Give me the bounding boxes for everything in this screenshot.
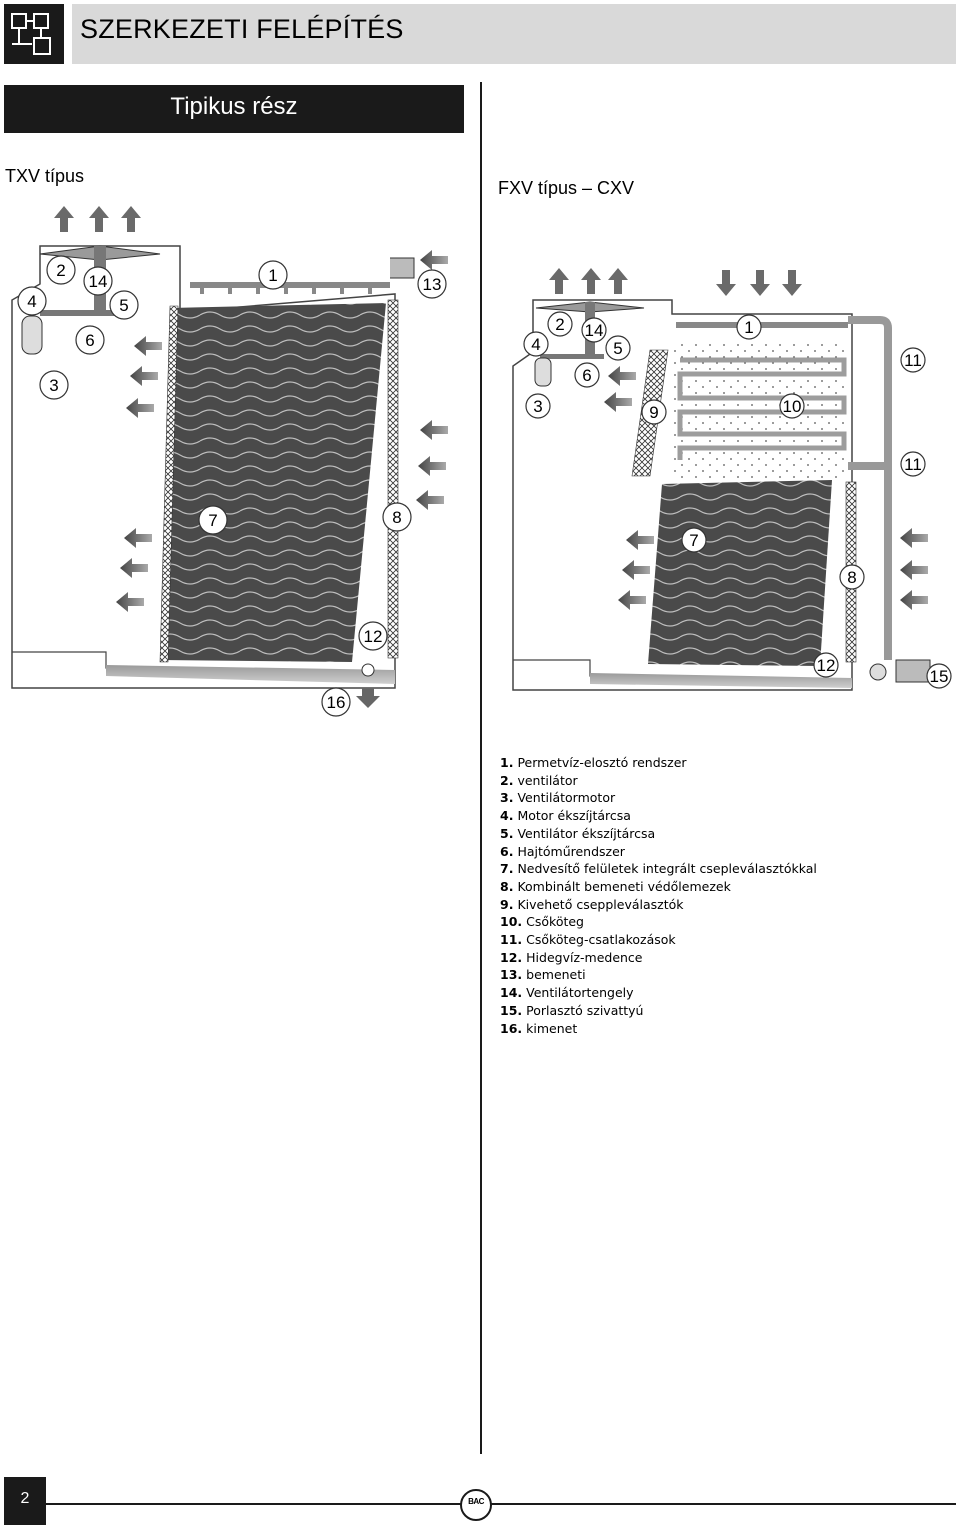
legend-item: 7. Nedvesítő felületek integrált cseplev… bbox=[500, 861, 817, 877]
section-title: Tipikus rész bbox=[170, 93, 298, 120]
page-title: SZERKEZETI FELÉPÍTÉS bbox=[80, 14, 404, 44]
callout-1: 1 bbox=[268, 266, 277, 285]
legend-item: 16. kimenet bbox=[500, 1020, 578, 1036]
callout-9: 9 bbox=[649, 403, 658, 422]
legend-item: 10. Csőköteg bbox=[500, 914, 584, 930]
column-divider bbox=[480, 82, 482, 1454]
parts-legend: 1. Permetvíz-elosztó rendszer 2. ventilá… bbox=[500, 754, 817, 1037]
section-bar bbox=[4, 85, 464, 133]
txv-type-label: TXV típus bbox=[5, 166, 85, 186]
txv-callouts: 1 2 3 4 5 6 7 8 12 13 14 16 bbox=[17, 255, 447, 717]
page-number: 2 bbox=[20, 1490, 30, 1507]
callout-12: 12 bbox=[364, 627, 383, 646]
callout-3: 3 bbox=[49, 376, 58, 395]
fxv-callouts: 1 2 3 4 5 6 7 8 9 10 11 11 12 14 15 bbox=[523, 311, 952, 689]
callout-8: 8 bbox=[392, 508, 401, 527]
callout-6: 6 bbox=[85, 331, 94, 350]
callout-13: 13 bbox=[423, 275, 442, 294]
callout-5: 5 bbox=[119, 296, 128, 315]
callout-12: 12 bbox=[817, 656, 836, 675]
legend-item: 3. Ventilátormotor bbox=[500, 790, 616, 806]
page-number-box bbox=[4, 1477, 46, 1525]
callout-5: 5 bbox=[613, 339, 622, 358]
legend-item: 15. Porlasztó szivattyú bbox=[500, 1002, 644, 1018]
callout-4: 4 bbox=[27, 292, 36, 311]
callout-6: 6 bbox=[582, 366, 591, 385]
legend-item: 1. Permetvíz-elosztó rendszer bbox=[500, 755, 687, 770]
legend-item: 4. Motor ékszíjtárcsa bbox=[500, 808, 631, 824]
header-bar bbox=[72, 4, 956, 64]
legend-item: 12. Hidegvíz-medence bbox=[500, 949, 643, 965]
callout-4: 4 bbox=[531, 335, 540, 354]
bac-logo-text: BAC bbox=[468, 1497, 484, 1506]
cooling-tower-diagrams: 1 2 3 4 5 6 7 8 12 13 14 16 1 2 3 4 5 6 … bbox=[11, 206, 952, 717]
fxv-diagram bbox=[512, 268, 931, 691]
callout-1: 1 bbox=[744, 318, 753, 337]
bac-logo-icon bbox=[460, 1489, 492, 1521]
fxv-type-label: FXV típus – CXV bbox=[498, 178, 635, 198]
callout-8: 8 bbox=[847, 568, 856, 587]
txv-diagram bbox=[11, 206, 448, 708]
legend-item: 9. Kivehető cseppleválasztók bbox=[500, 896, 684, 912]
callout-7: 7 bbox=[208, 511, 217, 530]
legend-item: 5. Ventilátor ékszíjtárcsa bbox=[500, 825, 656, 841]
legend-item: 14. Ventilátortengely bbox=[500, 985, 634, 1001]
company-logo-icon bbox=[4, 4, 64, 64]
callout-7: 7 bbox=[689, 531, 698, 550]
callout-14: 14 bbox=[585, 321, 604, 340]
callout-2: 2 bbox=[56, 261, 65, 280]
legend-item: 8. Kombinált bemeneti védőlemezek bbox=[500, 878, 731, 894]
callout-2: 2 bbox=[555, 315, 564, 334]
callout-16: 16 bbox=[327, 693, 346, 712]
legend-item: 6. Hajtóműrendszer bbox=[500, 843, 625, 859]
callout-14: 14 bbox=[89, 272, 108, 291]
callout-11: 11 bbox=[904, 455, 922, 474]
legend-item: 11. Csőköteg-csatlakozások bbox=[500, 932, 676, 948]
footer-rule bbox=[46, 1503, 956, 1505]
callout-11: 11 bbox=[904, 351, 922, 370]
legend-item: 2. ventilátor bbox=[500, 772, 578, 788]
callout-3: 3 bbox=[533, 397, 542, 416]
callout-15: 15 bbox=[930, 667, 949, 686]
legend-item: 13. bemeneti bbox=[500, 967, 586, 983]
callout-10: 10 bbox=[783, 397, 802, 416]
